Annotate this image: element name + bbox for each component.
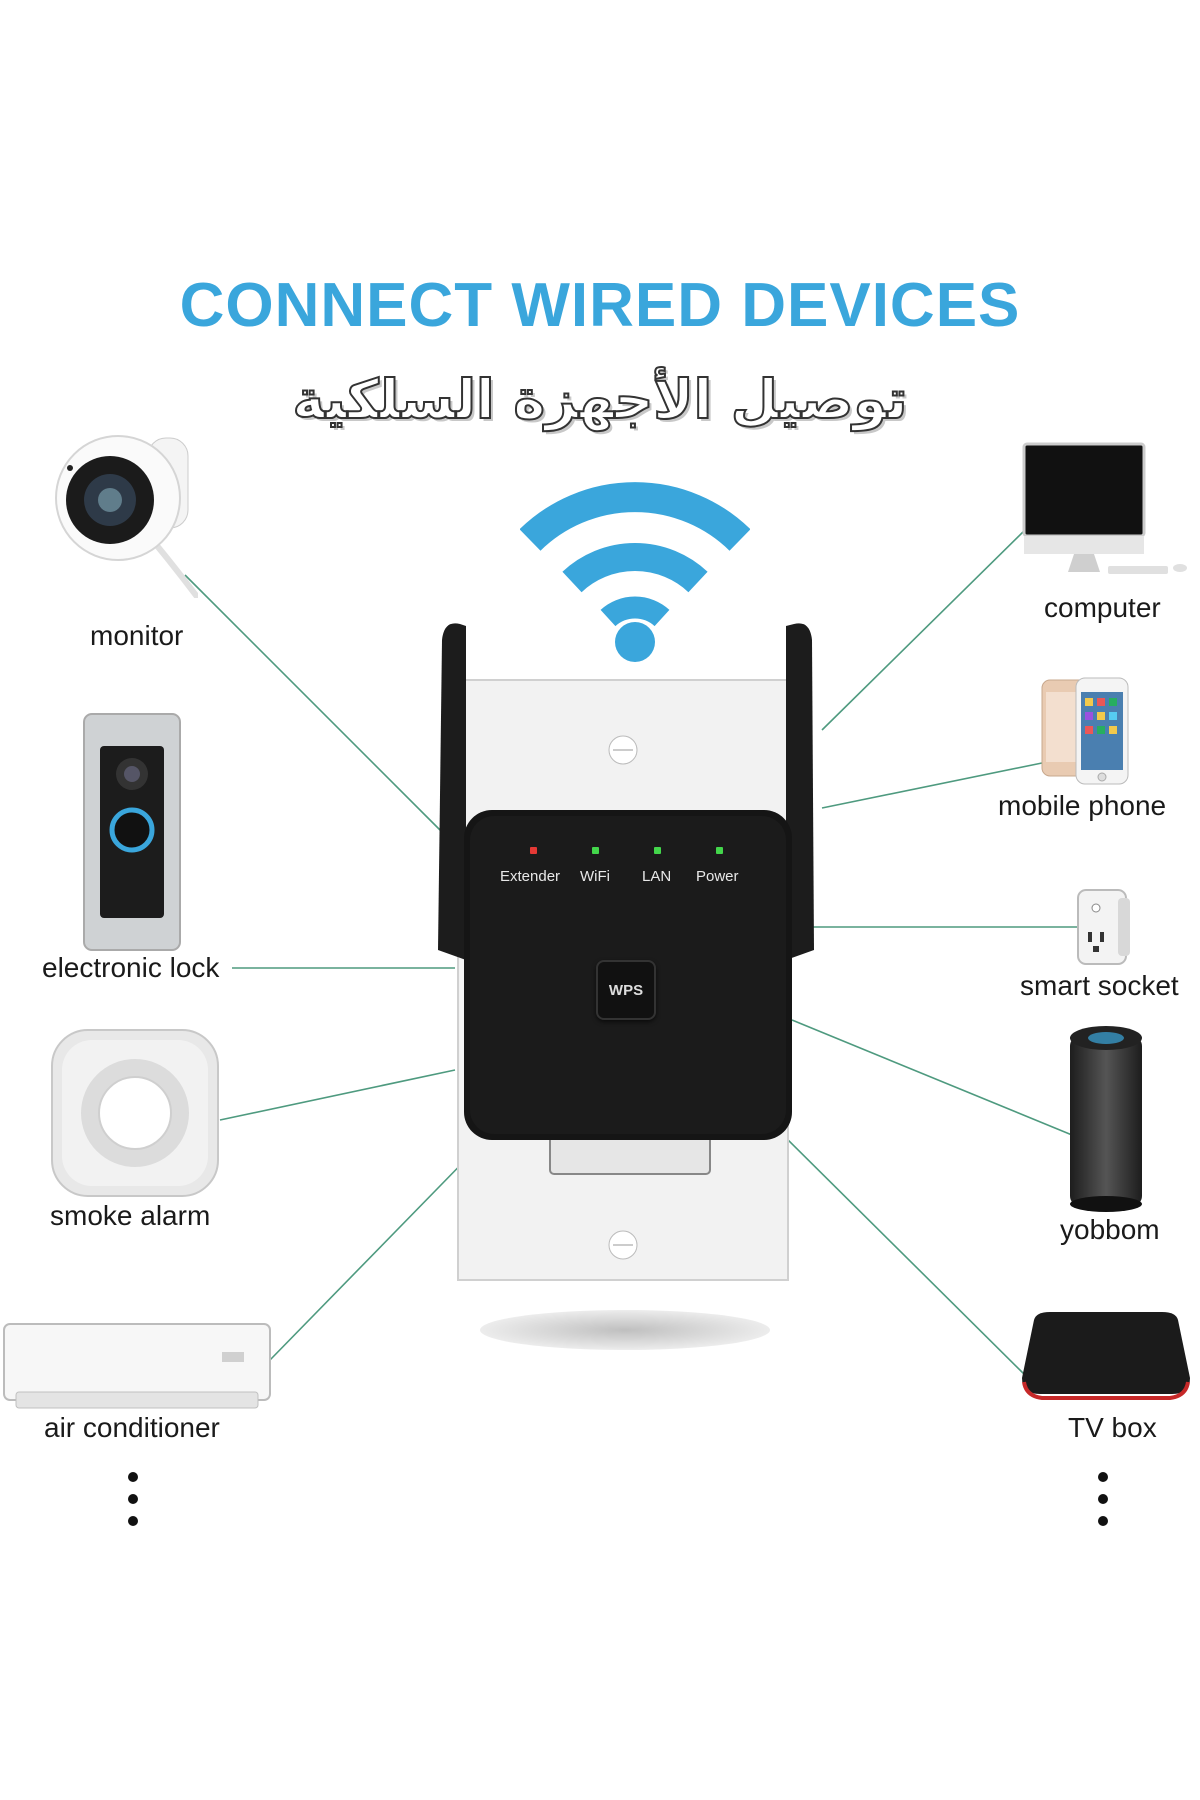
smart-speaker-icon [1066,1022,1146,1217]
wps-button[interactable]: WPS [596,960,656,1020]
right-device-label-4: TV box [1068,1412,1157,1443]
video-doorbell-icon [82,712,182,957]
left-device-label-2: smoke alarm [50,1200,211,1231]
left-device-label-0: monitor [90,620,184,651]
desktop-computer-icon [1020,442,1190,587]
led-label-extender: Extender [500,868,561,885]
smart-plug-icon [1074,888,1134,973]
left-device-label-1: electronic lock [42,952,220,983]
right-device-label-2: smart socket [1020,970,1179,1001]
page-title: CONNECT WIRED DEVICES [179,271,1021,340]
arabic-subtitle: توصيل الأجهزة السلكية [292,367,909,432]
led-label-lan: LAN [642,868,672,885]
air-conditioner-icon [2,1322,272,1419]
led-lan [654,847,661,854]
left-device-label-3: air conditioner [44,1412,220,1443]
right-device-label-0: computer [1044,592,1161,623]
led-label-wifi: WiFi [580,868,610,885]
security-camera-icon [48,428,201,603]
smoke-alarm-icon [50,1028,220,1203]
more-right-indicator [1098,1472,1108,1538]
wifi-extender: Extender WiFi LAN Power [430,620,820,1290]
device-shadow [480,1310,770,1350]
tv-box-icon [1020,1310,1192,1415]
led-extender [530,847,537,854]
led-power [716,847,723,854]
right-device-label-1: mobile phone [998,790,1167,821]
smartphone-icon [1040,676,1136,793]
right-device-label-3: yobbom [1060,1214,1160,1245]
wifi-icon [520,482,750,662]
led-wifi [592,847,599,854]
led-label-power: Power [696,868,739,885]
more-left-indicator [128,1472,138,1538]
